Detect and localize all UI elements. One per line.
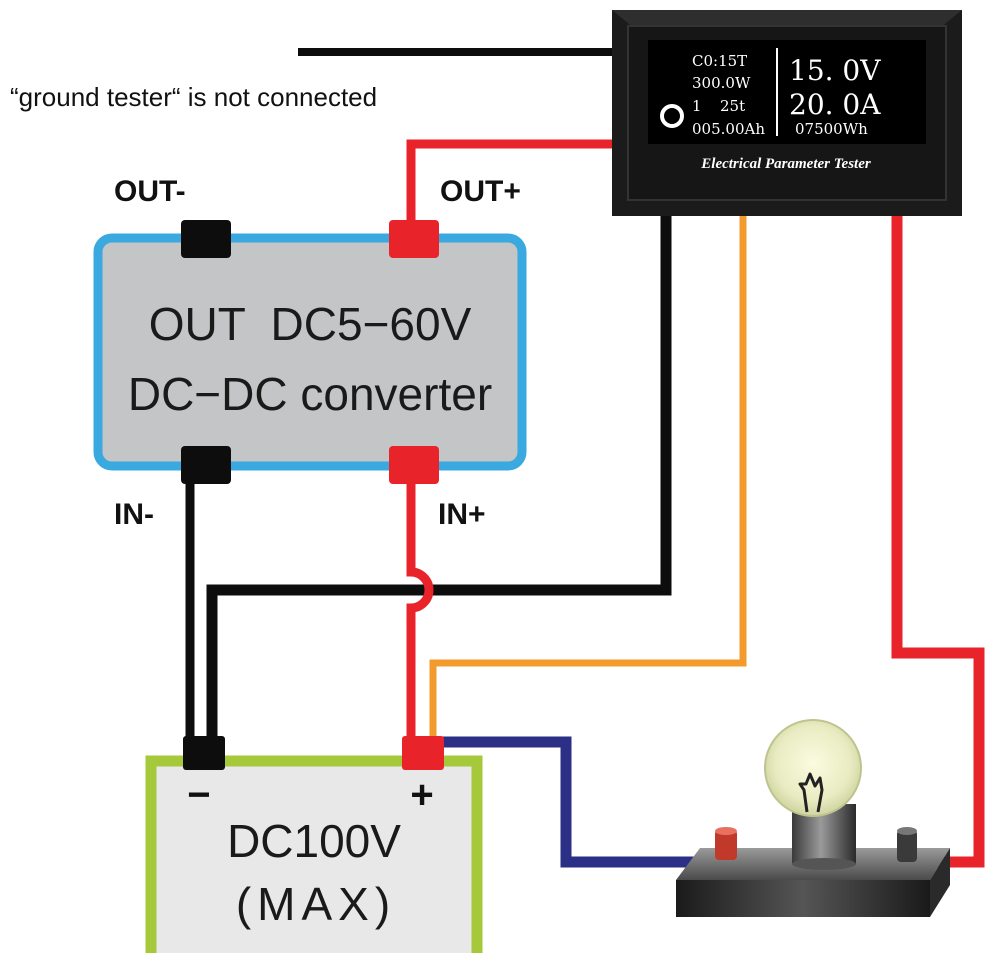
lamp-filament: [798, 772, 824, 813]
terminal-source-minus: [183, 736, 225, 770]
wire-red-in-plus: [406, 470, 434, 745]
label-out-plus: OUT+: [440, 175, 521, 208]
tester-bevel: [612, 10, 962, 28]
parameter-tester: C0:15T 300.0W 1 25t 005.00Ah 07500Wh 15.…: [612, 10, 962, 216]
screen-time: C0:15T: [692, 52, 747, 70]
lamp-terminal-left-top: [715, 827, 737, 835]
light-bulb-icon: [676, 719, 950, 917]
source-line1: DC100V: [227, 815, 401, 867]
screen-temp: 25t: [720, 97, 745, 115]
lamp-terminal-left: [715, 830, 737, 860]
dcdc-converter: OUT DC5−60V DC−DC converter: [93, 220, 527, 484]
terminal-out-minus: [181, 220, 231, 258]
source-body: [145, 755, 483, 958]
lamp-terminal-right: [897, 830, 917, 862]
label-in-minus: IN-: [114, 498, 154, 531]
converter-line2: DC−DC converter: [128, 368, 492, 420]
wire-red-load: [891, 210, 985, 868]
tester-caption: Electrical Parameter Tester: [700, 156, 871, 172]
terminal-in-minus: [181, 446, 231, 484]
screen-ah: 005.00Ah: [692, 120, 765, 138]
terminal-out-plus: [389, 220, 439, 258]
source-plus-sign: +: [410, 773, 433, 817]
tester-screen-bezel: [648, 40, 926, 144]
source-minus-sign: −: [187, 773, 210, 817]
screen-index: 1: [692, 97, 702, 115]
wire-red-out-plus: [406, 139, 612, 228]
power-dot-icon: [660, 104, 684, 128]
lamp-terminal-right-top: [897, 827, 917, 835]
terminal-source-plus: [402, 736, 444, 770]
screen-wh: 07500Wh: [795, 120, 868, 138]
screen-voltage: 15. 0V: [789, 54, 881, 87]
screen-power: 300.0W: [692, 74, 751, 92]
dc-source: − + DC100V (MAX): [145, 736, 483, 958]
terminal-in-plus: [389, 446, 439, 484]
lamp-bulb: [764, 719, 862, 817]
note-text: “ground tester“ is not connected: [10, 82, 377, 112]
label-in-plus: IN+: [438, 498, 486, 531]
wire-orange-sense: [429, 210, 747, 745]
source-line2: (MAX): [236, 878, 396, 930]
wire-black-tester-ground: [206, 210, 672, 745]
lamp-socket-base: [792, 858, 856, 870]
screen-current: 20. 0A: [789, 88, 881, 121]
label-out-minus: OUT-: [114, 175, 186, 208]
lamp-base-front: [676, 880, 930, 917]
lamp-base-side: [930, 848, 950, 917]
converter-body: [93, 233, 527, 471]
wire-blue-load: [430, 736, 716, 868]
converter-line1: OUT DC5−60V: [149, 298, 472, 350]
